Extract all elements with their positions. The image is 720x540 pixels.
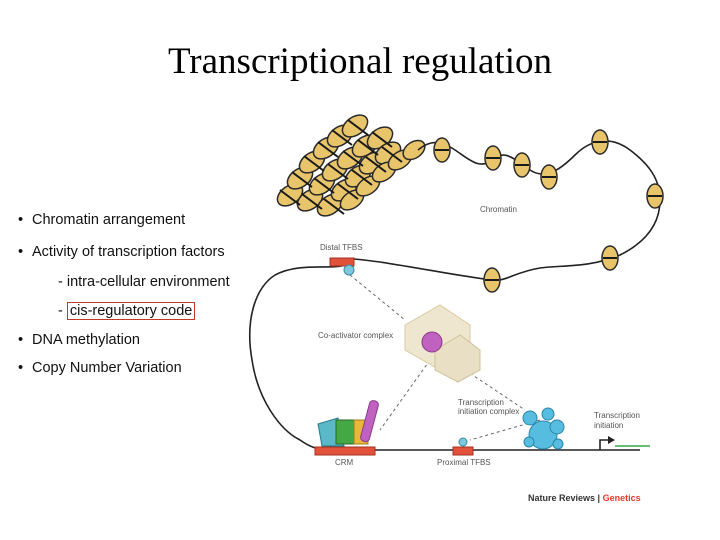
initiation-complex [522, 407, 565, 450]
chromatin-label: Chromatin [480, 205, 517, 214]
proximal-tfbs-site [452, 446, 474, 456]
arrow-icon [608, 436, 615, 444]
distal-tfbs-label: Distal TFBS [320, 243, 363, 252]
transcription-factor [458, 437, 468, 447]
bullet-item: •Activity of transcription factors [18, 244, 225, 260]
highlight-box: cis-regulatory code [66, 302, 196, 320]
condensed-chromatin [276, 114, 426, 217]
transcription-factor [343, 264, 355, 276]
distal-tfbs-site [329, 257, 355, 267]
sub-bullet-item: - cis-regulatory code [18, 302, 196, 320]
bullet-item: •Chromatin arrangement [18, 212, 186, 228]
transcription-initiation-label: Transcription initiation [594, 411, 642, 430]
coactivator-label: Co-activator complex [318, 331, 393, 340]
journal-credit: Nature Reviews | Genetics [528, 493, 641, 503]
sub-bullet-item: - intra-cellular environment [58, 274, 230, 290]
crm-label: CRM [335, 458, 354, 467]
crm-module [314, 400, 379, 456]
bullet-item: •DNA methylation [18, 332, 140, 348]
coactivator-complex [404, 304, 481, 383]
initiation-complex-label: Transcription initiation complex [458, 398, 519, 416]
bullet-item: •Copy Number Variation [18, 360, 182, 376]
slide-title: Transcriptional regulation [168, 41, 552, 82]
proximal-tfbs-label: Proximal TFBS [437, 458, 491, 467]
